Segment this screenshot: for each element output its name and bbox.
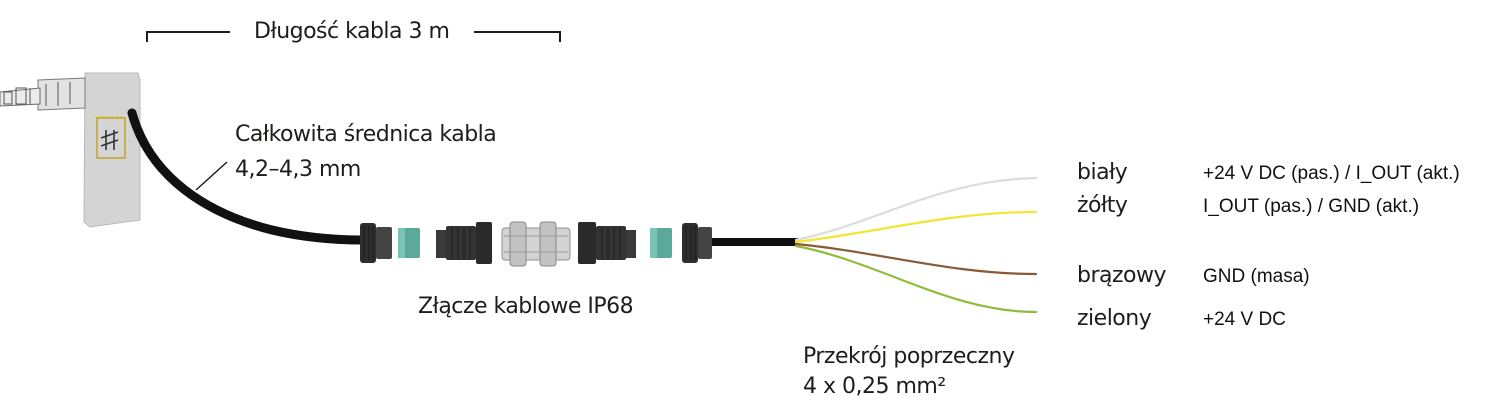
- wire-brown: [794, 242, 1038, 276]
- wire-signal-yellow: I_OUT (pas.) / GND (akt.): [1203, 196, 1420, 217]
- cross-section-label: Przekrój poprzeczny: [803, 344, 1015, 369]
- wire-signal-white: +24 V DC (pas.) / I_OUT (akt.): [1203, 163, 1460, 184]
- wire-yellow: [794, 210, 1038, 244]
- wire-white: [794, 176, 1038, 242]
- ip68-connector: [360, 221, 712, 267]
- wire-color-yellow: żółty: [1077, 193, 1128, 218]
- switch-symbol-icon: [100, 130, 119, 150]
- wire-signal-green: +24 V DC: [1203, 309, 1286, 330]
- wire-color-white: biały: [1077, 160, 1128, 185]
- wire-green: [794, 244, 1038, 314]
- wire-signal-brown: GND (masa): [1203, 266, 1310, 287]
- diameter-label: Całkowita średnica kabla: [235, 122, 497, 147]
- cross-section-value: 4 x 0,25 mm²: [803, 374, 946, 399]
- wire-color-green: zielony: [1077, 306, 1152, 331]
- connector-label: Złącze kablowe IP68: [418, 294, 634, 319]
- diameter-value: 4,2–4,3 mm: [235, 157, 361, 182]
- diameter-leader-line: [195, 161, 228, 191]
- cable-length-label: Długość kabla 3 m: [254, 19, 450, 44]
- sensor-housing: [0, 72, 141, 228]
- cable-length-bracket: [146, 31, 561, 42]
- wires: [794, 176, 1038, 314]
- cable: [127, 108, 367, 245]
- wire-color-brown: brązowy: [1077, 263, 1167, 288]
